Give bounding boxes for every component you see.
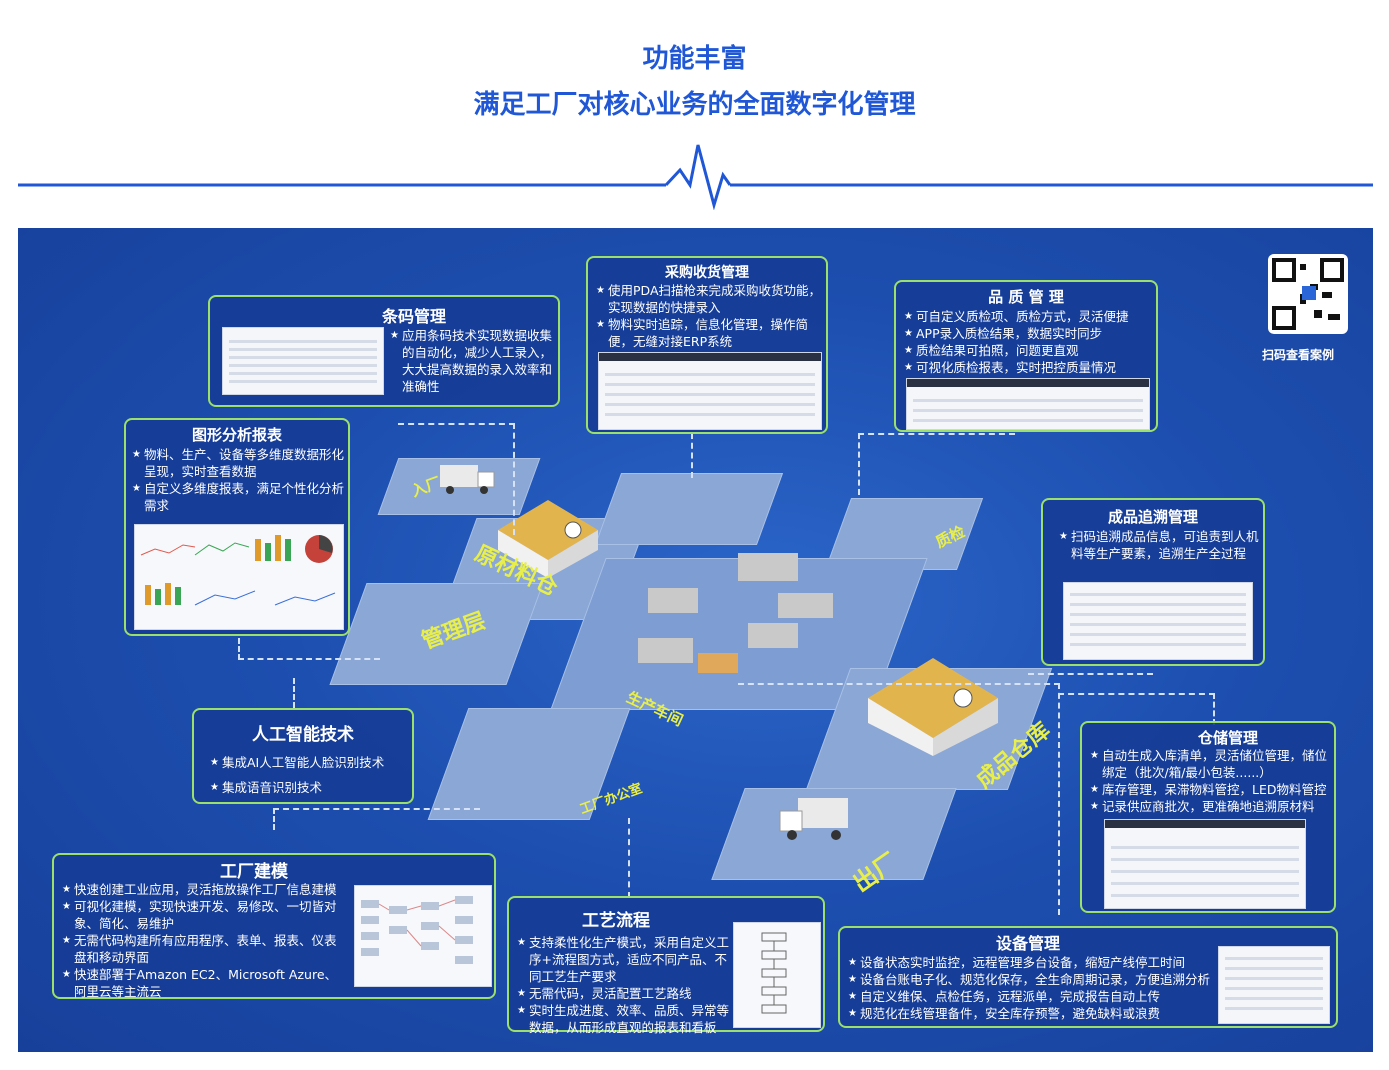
connector-trace <box>1028 673 1153 677</box>
module-item: 快速创建工业应用，灵活拖放操作工厂信息建模 <box>62 881 347 898</box>
module-title: 工厂建模 <box>220 862 288 882</box>
raw-warehouse-building-icon <box>498 500 598 578</box>
page-title: 功能丰富 <box>642 44 747 74</box>
connector-modeling <box>273 808 480 830</box>
module-item: 无需代码，灵活配置工艺路线 <box>517 985 731 1002</box>
storage-screenshot <box>1104 819 1306 909</box>
connector-barcode <box>398 423 515 535</box>
module-process: 工艺流程 支持柔性化生产模式，采用自定义工序+流程图方式，适应不同产品、不同工艺… <box>507 896 825 1035</box>
module-item: 实时生成进度、效率、品质、异常等数据，从而形成直观的报表和看板 <box>517 1002 731 1036</box>
equipment-screenshot <box>1218 946 1330 1024</box>
module-modeling: 工厂建模 快速创建工业应用，灵活拖放操作工厂信息建模 可视化建模，实现快速开发、… <box>52 853 496 999</box>
module-title: 采购收货管理 <box>665 265 749 281</box>
module-charts: 图形分析报表 物料、生产、设备等多维度数据形化呈现，实时查看数据 自定义多维度报… <box>124 418 350 636</box>
module-item: 扫码追溯成品信息，可追责到人机料等生产要素，追溯生产全过程 <box>1059 528 1259 562</box>
module-item: 可视化建模，实现快速开发、易修改、一切皆对象、简化、易维护 <box>62 898 347 932</box>
module-item: 质检结果可拍照，问题更直观 <box>904 342 1152 359</box>
module-title: 成品追溯管理 <box>1107 508 1198 526</box>
module-item: APP录入质检结果，数据实时同步 <box>904 325 1152 342</box>
quality-screenshot <box>906 378 1150 430</box>
module-item: 自定义多维度报表，满足个性化分析需求 <box>132 480 346 514</box>
heartbeat-divider <box>18 144 1373 210</box>
module-title: 品 质 管 理 <box>988 288 1064 306</box>
connector-quality <box>858 433 1015 495</box>
module-equipment: 设备管理 设备状态实时监控，远程管理多台设备，缩短产线停工时间 设备台账电子化、… <box>838 926 1338 1028</box>
trace-screenshot <box>1063 582 1253 660</box>
finished-warehouse-building-icon <box>868 658 998 756</box>
page-subtitle: 满足工厂对核心业务的全面数字化管理 <box>473 90 916 120</box>
connector-storage <box>1058 693 1215 725</box>
module-item: 物料、生产、设备等多维度数据形化呈现，实时查看数据 <box>132 446 346 480</box>
qr-label: 扫码查看案例 <box>1262 348 1335 362</box>
module-item: 记录供应商批次，更准确地追溯原材料 <box>1090 798 1334 815</box>
connector-process <box>628 818 630 898</box>
module-item: 物料实时追踪，信息化管理，操作简便，无缝对接ERP系统 <box>596 316 822 350</box>
factory-diagram-panel: 入厂 原材料仓 管理层 质检 生产车间 工厂办公室 成品仓库 出厂 扫码查看案例… <box>18 228 1373 1052</box>
module-title: 仓储管理 <box>1197 729 1258 747</box>
module-title: 图形分析报表 <box>191 426 282 444</box>
module-trace: 成品追溯管理 扫码追溯成品信息，可追责到人机料等生产要素，追溯生产全过程 <box>1041 498 1265 666</box>
module-title: 设备管理 <box>995 934 1060 953</box>
module-item: 集成AI人工智能人脸识别技术 <box>210 754 410 771</box>
process-flow-screenshot <box>733 922 821 1028</box>
module-item: 自动生成入库清单，灵活储位管理，储位绑定（批次/箱/最小包装......） <box>1090 747 1334 781</box>
module-title: 条码管理 <box>381 307 446 326</box>
purchase-screenshot <box>598 352 822 430</box>
outbound-truck-icon <box>779 798 848 840</box>
report-dashboard-screenshot <box>134 524 344 630</box>
module-ai: 人工智能技术 集成AI人工智能人脸识别技术 集成语音识别技术 <box>192 708 414 804</box>
module-purchase: 采购收货管理 使用PDA扫描枪来完成采购收货功能，实现数据的快捷录入 物料实时追… <box>586 256 828 434</box>
module-item: 支持柔性化生产模式，采用自定义工序+流程图方式，适应不同产品、不同工艺生产要求 <box>517 934 731 985</box>
module-item: 无需代码构建所有应用程序、表单、报表、仪表盘和移动界面 <box>62 932 347 966</box>
module-item: 使用PDA扫描枪来完成采购收货功能，实现数据的快捷录入 <box>596 282 822 316</box>
module-quality: 品 质 管 理 可自定义质检项、质检方式，灵活便捷 APP录入质检结果，数据实时… <box>894 280 1158 432</box>
module-storage: 仓储管理 自动生成入库清单，灵活储位管理，储位绑定（批次/箱/最小包装.....… <box>1080 721 1336 913</box>
module-item: 库存管理，呆滞物料管控，LED物料管控 <box>1090 781 1334 798</box>
connector-ai <box>293 678 295 708</box>
module-item: 可视化质检报表，实时把控质量情况 <box>904 359 1152 376</box>
module-item: 设备状态实时监控，远程管理多台设备，缩短产线停工时间 <box>848 954 1218 971</box>
workshop-machines-icon <box>638 553 833 673</box>
inbound-truck-icon <box>440 465 495 494</box>
zone-purchase-dock <box>594 473 784 545</box>
connector-charts <box>238 638 380 660</box>
module-item: 集成语音识别技术 <box>210 779 410 796</box>
connector-equipment <box>738 683 1060 915</box>
module-item: 设备台账电子化、规范化保存，全生命周期记录，方便追溯分析 <box>848 971 1218 988</box>
connector-purchase <box>691 433 693 478</box>
module-item: 自定义维保、点检任务，远程派单，完成报告自动上传 <box>848 988 1218 1005</box>
qr-code-icon <box>1268 254 1348 334</box>
barcode-screenshot <box>222 327 384 395</box>
module-item: 可自定义质检项、质检方式，灵活便捷 <box>904 308 1152 325</box>
modeling-screenshot <box>354 885 492 987</box>
module-title: 人工智能技术 <box>252 725 354 745</box>
module-item: 快速部署于Amazon EC2、Microsoft Azure、阿里云等主流云 <box>62 966 347 1000</box>
module-item: 规范化在线管理备件，安全库存预警，避免缺料或浪费 <box>848 1005 1218 1022</box>
module-barcode: 条码管理 应用条码技术实现数据收集的自动化，减少人工录入，大大提高数据的录入效率… <box>208 295 560 407</box>
module-item: 应用条码技术实现数据收集的自动化，减少人工录入，大大提高数据的录入效率和准确性 <box>390 327 552 395</box>
module-title: 工艺流程 <box>582 911 650 931</box>
